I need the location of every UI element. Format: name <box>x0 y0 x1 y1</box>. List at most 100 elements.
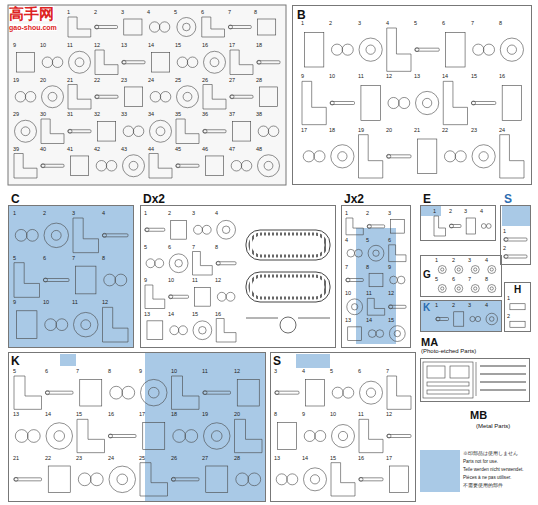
callout-number: 23 <box>121 78 127 84</box>
callout-number: 20 <box>386 128 392 134</box>
callout-number: 5 <box>330 369 333 375</box>
model-part <box>277 423 296 450</box>
callout-number: 2 <box>507 314 510 320</box>
model-part <box>176 164 180 168</box>
model-part <box>203 391 207 395</box>
model-part <box>123 126 134 137</box>
model-part <box>389 326 405 342</box>
callout-number: 2 <box>43 211 46 217</box>
callout-number: 20 <box>234 412 240 418</box>
model-part <box>133 126 144 137</box>
metal-rod <box>476 362 526 396</box>
callout-number: 13 <box>345 318 351 324</box>
callout-number: 28 <box>234 456 240 462</box>
callout-number: 11 <box>67 43 73 49</box>
callout-number: 15 <box>471 74 477 80</box>
callout-number: 21 <box>414 128 420 134</box>
callout-number: 22 <box>442 128 448 134</box>
callout-number: 13 <box>144 312 150 318</box>
callout-number: 7 <box>386 369 389 375</box>
model-part <box>347 299 363 315</box>
model-part <box>103 234 129 237</box>
model-part <box>78 473 91 486</box>
callout-number: 11 <box>192 278 198 284</box>
model-part <box>75 58 84 67</box>
model-part <box>259 87 277 107</box>
sprue-frame: K <box>420 300 502 332</box>
model-part <box>41 119 64 144</box>
model-part <box>455 266 463 274</box>
model-part <box>389 305 393 309</box>
model-part <box>444 151 455 162</box>
model-part <box>45 319 57 331</box>
model-part <box>389 466 408 493</box>
sprue-frame: H <box>504 282 531 332</box>
callout-number: 9 <box>301 74 304 80</box>
model-part <box>275 391 279 395</box>
model-part <box>110 386 123 399</box>
model-part <box>123 155 145 177</box>
model-part <box>276 474 287 485</box>
callout-number: 11 <box>366 291 372 297</box>
model-part <box>203 85 226 110</box>
model-part <box>427 366 445 378</box>
model-part <box>367 224 371 228</box>
model-part <box>172 376 200 409</box>
callout-number: 6 <box>442 21 445 27</box>
model-part <box>193 252 213 276</box>
model-part <box>70 156 88 176</box>
model-part <box>237 379 259 406</box>
model-part <box>194 287 210 306</box>
model-part <box>481 224 486 229</box>
model-part <box>169 254 188 273</box>
callout-number: 24 <box>108 456 114 462</box>
model-part <box>500 135 524 178</box>
callout-number: 25 <box>175 78 181 84</box>
model-part <box>169 295 173 299</box>
legend-note: Parts not for use. <box>463 460 498 465</box>
callout-number: 6 <box>168 245 171 251</box>
model-part <box>504 238 527 241</box>
sprue-letter: MB <box>470 410 487 421</box>
model-part <box>177 86 199 108</box>
callout-number: 16 <box>499 74 505 80</box>
sprue-frame: Jx2 <box>341 205 411 348</box>
callout-number: 8 <box>366 265 369 271</box>
sprue-letter: S <box>504 193 512 205</box>
callout-number: 3 <box>388 211 391 217</box>
model-part <box>205 156 223 176</box>
callout-number: 43 <box>121 147 127 153</box>
model-part <box>427 390 469 394</box>
model-part <box>175 260 183 268</box>
model-part <box>346 279 363 282</box>
model-part <box>90 473 103 486</box>
callout-number: 1 <box>13 211 16 217</box>
callout-number: 14 <box>302 456 308 462</box>
model-part <box>441 268 444 271</box>
model-part <box>145 228 149 232</box>
callout-number: 13 <box>274 456 280 462</box>
model-part <box>77 419 105 452</box>
callout-number: 4 <box>480 209 483 215</box>
callout-number: 35 <box>175 112 181 118</box>
legend-text: ※印部品は使用しません <box>463 452 518 457</box>
callout-number: 3 <box>192 211 195 217</box>
callout-number: 3 <box>358 21 361 27</box>
model-part <box>122 61 145 64</box>
callout-number: 14 <box>442 74 448 80</box>
model-part <box>194 225 203 234</box>
sprue-letter: Jx2 <box>344 193 364 205</box>
model-part <box>95 95 99 99</box>
model-part <box>479 152 488 161</box>
model-part <box>21 127 30 136</box>
model-part <box>331 44 342 55</box>
model-part <box>241 161 252 172</box>
model-part <box>14 263 40 298</box>
model-part <box>226 292 235 301</box>
model-part <box>376 330 384 338</box>
model-part <box>355 249 363 257</box>
model-part <box>140 463 168 496</box>
model-part <box>399 97 410 108</box>
callout-number: 2 <box>168 211 171 217</box>
